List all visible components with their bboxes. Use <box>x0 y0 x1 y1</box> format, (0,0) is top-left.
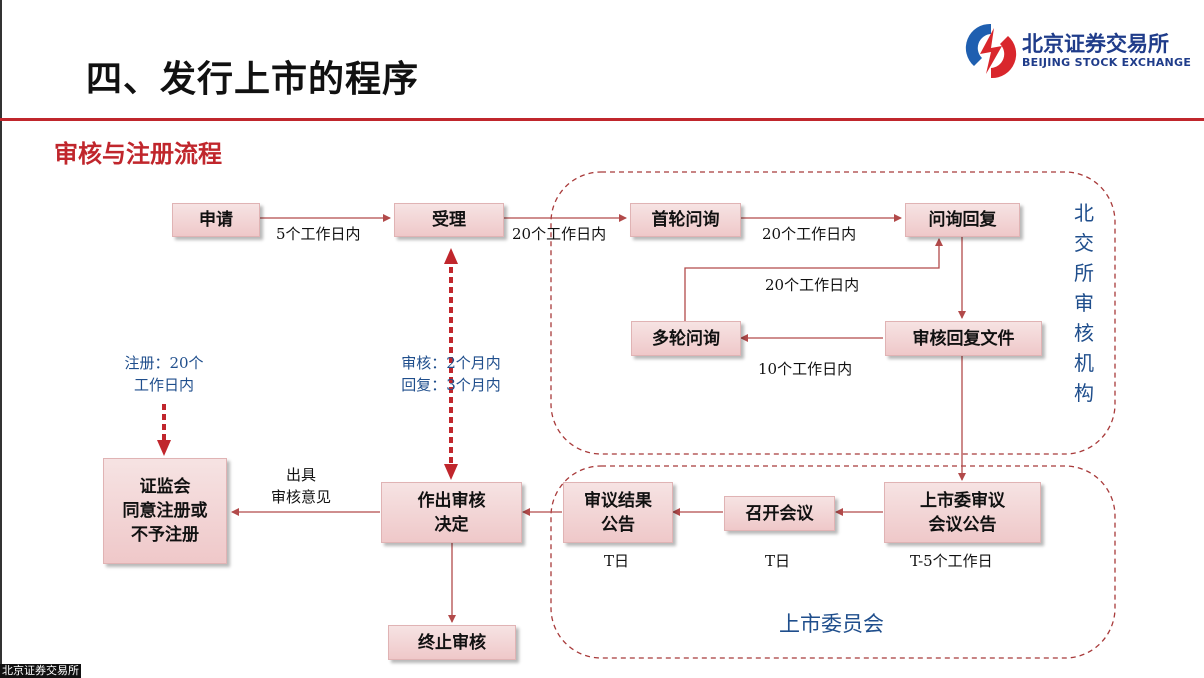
box-review-reply-file: 审核回复文件 <box>885 321 1042 356</box>
box-apply: 申请 <box>172 203 260 237</box>
box-csrc: 证监会 同意注册或 不予注册 <box>103 458 227 564</box>
box-accept: 受理 <box>394 203 504 237</box>
box-first-inquiry: 首轮问询 <box>630 203 741 237</box>
page-title: 四、发行上市的程序 <box>86 59 420 100</box>
box-terminate: 终止审核 <box>388 625 516 660</box>
bse-logo: 北京证券交易所 BEIJING STOCK EXCHANGE <box>964 20 1194 82</box>
group-bse-review-label: 北交所审核机构 <box>1074 201 1094 405</box>
bse-review-frame <box>550 171 1116 455</box>
logo-text-en: BEIJING STOCK EXCHANGE <box>1022 56 1192 69</box>
label-first-reply: 20个工作日内 <box>762 225 857 243</box>
label-t-minus-5: T-5个工作日 <box>910 552 993 570</box>
label-apply-accept: 5个工作日内 <box>276 225 361 243</box>
arrow-multi-loop <box>684 238 943 321</box>
label-issue-opinion: 出具 审核意见 <box>270 466 331 506</box>
box-committee-notice: 上市委审议 会议公告 <box>884 482 1041 543</box>
listing-committee-frame <box>550 465 1116 659</box>
left-edge-bar <box>0 0 2 678</box>
bse-lightning-logo-icon <box>965 23 1017 79</box>
section-subtitle: 审核与注册流程 <box>54 140 222 168</box>
box-hold-meeting: 召开会议 <box>724 496 835 531</box>
label-accept-first: 20个工作日内 <box>512 225 607 243</box>
box-inquiry-reply: 问询回复 <box>905 203 1020 237</box>
box-result-notice: 审议结果 公告 <box>563 482 673 543</box>
footer-watermark: 北京证券交易所 <box>0 664 81 678</box>
box-multi-inquiry: 多轮问询 <box>631 321 741 356</box>
header-divider <box>0 118 1204 121</box>
group-listing-committee-label: 上市委员会 <box>779 612 884 636</box>
label-review-multi: 10个工作日内 <box>758 360 853 378</box>
label-register: 注册：20个 工作日内 <box>124 354 204 394</box>
label-t-day-meeting: T日 <box>765 552 791 570</box>
box-decision: 作出审核 决定 <box>381 482 522 543</box>
label-loop: 20个工作日内 <box>765 276 860 294</box>
logo-text-cn: 北京证券交易所 <box>1022 32 1169 56</box>
label-review-reply: 审核：2个月内 回复：3个月内 <box>401 354 501 394</box>
label-t-day-result: T日 <box>604 552 630 570</box>
